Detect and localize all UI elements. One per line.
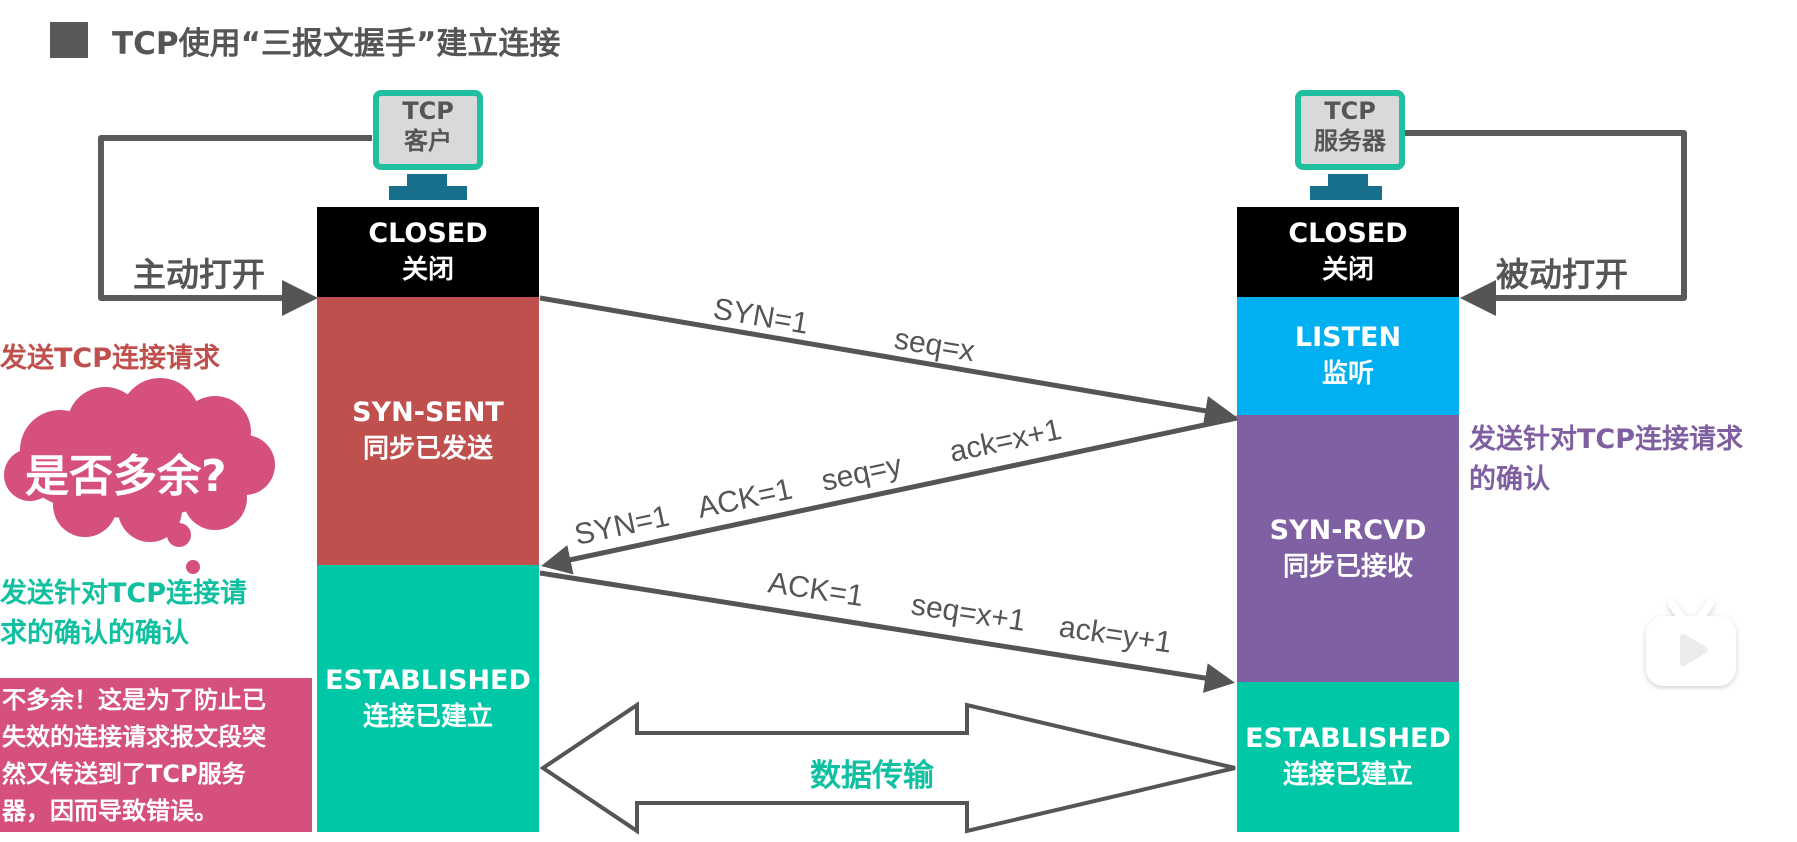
server-state-syn-rcvd: SYN-RCVD 同步已接收 (1237, 415, 1459, 682)
msg2-syn: SYN=1 (572, 500, 673, 552)
message-1-arrow (539, 295, 1235, 426)
server-ack-note-line2: 的确认 (1469, 464, 1550, 495)
explanation-box: 不多余！这是为了防止已 失效的连接请求报文段突 然又传送到了TCP服务 器，因而… (0, 678, 312, 832)
active-open-loop-arrow (98, 135, 372, 316)
active-open-label: 主动打开 (133, 255, 265, 294)
explanation-line: 不多余！这是为了防止已 (2, 686, 266, 714)
thought-cloud (4, 378, 275, 574)
passive-open-label: 被动打开 (1496, 255, 1628, 294)
client-ack-note: 发送针对TCP连接请 求的确认的确认 (0, 574, 247, 654)
client-monitor-neck (407, 174, 447, 188)
explanation-line: 然又传送到了TCP服务 (2, 760, 246, 788)
server-monitor-line2: 服务器 (1314, 127, 1386, 155)
data-transfer-label: 数据传输 (810, 758, 934, 794)
client-monitor-line2: 客户 (404, 127, 452, 155)
server-state-listen: LISTEN 监听 (1237, 297, 1459, 415)
client-state-column: CLOSED 关闭 SYN-SENT 同步已发送 ESTABLISHED 连接已… (317, 207, 539, 832)
bilibili-tv-play-icon[interactable] (1640, 594, 1742, 690)
cloud-question-text: 是否多余? (25, 451, 227, 502)
passive-open-loop-arrow (1402, 130, 1687, 316)
client-state-syn-sent: SYN-SENT 同步已发送 (317, 297, 539, 565)
send-request-note: 发送TCP连接请求 (0, 343, 221, 374)
client-state-closed: CLOSED 关闭 (317, 207, 539, 297)
client-ack-note-line1: 发送针对TCP连接请 (0, 578, 248, 609)
server-ack-note-line1: 发送针对TCP连接请求 (1469, 424, 1744, 455)
message-2-arrow (541, 415, 1238, 575)
client-monitor-line1: TCP (402, 97, 454, 125)
client-monitor-base (389, 186, 467, 200)
server-state-column: CLOSED 关闭 LISTEN 监听 SYN-RCVD 同步已接收 ESTAB… (1237, 207, 1459, 832)
server-state-established: ESTABLISHED 连接已建立 (1237, 682, 1459, 832)
client-state-established: ESTABLISHED 连接已建立 (317, 565, 539, 832)
title-bullet-square (50, 22, 88, 58)
client-ack-note-line2: 求的确认的确认 (0, 618, 189, 649)
server-state-closed: CLOSED 关闭 (1237, 207, 1459, 297)
msg3-ack: ack=y+1 (1057, 610, 1174, 659)
server-monitor-base (1310, 186, 1382, 200)
data-transfer-double-arrow (539, 701, 1236, 835)
client-monitor: TCP 客户 (373, 90, 483, 170)
msg3-seq: seq=x+1 (909, 588, 1028, 638)
server-monitor-neck (1328, 174, 1368, 188)
explanation-line: 失效的连接请求报文段突 (2, 723, 266, 751)
msg3-ack-flag: ACK=1 (766, 566, 866, 613)
page-title: TCP使用“三报文握手”建立连接 (112, 26, 561, 62)
server-monitor: TCP 服务器 (1295, 90, 1405, 170)
server-ack-note: 发送针对TCP连接请求 的确认 (1469, 420, 1743, 500)
server-monitor-line1: TCP (1324, 97, 1376, 125)
explanation-line: 器，因而导致错误。 (2, 797, 218, 825)
message-3-arrow (539, 570, 1235, 693)
